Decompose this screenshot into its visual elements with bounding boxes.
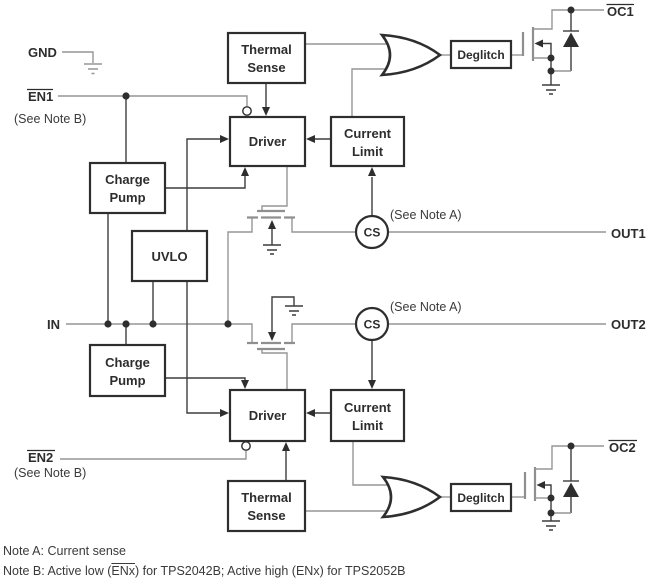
block-thermal-sense-2: Thermal Sense — [226, 479, 307, 533]
svg-text:Pump: Pump — [109, 190, 145, 205]
pin-en1: EN1 — [28, 89, 53, 104]
block-deglitch-1: Deglitch — [449, 39, 513, 70]
signal-wires — [107, 83, 376, 481]
oc2-fet — [523, 442, 604, 531]
pin-en2: EN2 — [28, 450, 53, 465]
svg-text:Charge: Charge — [105, 355, 150, 370]
pin-oc2: OC2 — [609, 440, 636, 455]
svg-text:Deglitch: Deglitch — [457, 48, 504, 62]
svg-text:Charge: Charge — [105, 172, 150, 187]
svg-text:Limit: Limit — [352, 144, 384, 159]
current-sense-2: CS — [354, 306, 390, 342]
wires — [58, 43, 606, 512]
see-note-a-1: (See Note A) — [390, 208, 462, 222]
svg-text:Pump: Pump — [109, 373, 145, 388]
thermal-sense-1-line2: Sense — [247, 60, 285, 75]
svg-text:Thermal: Thermal — [241, 490, 292, 505]
svg-text:Driver: Driver — [249, 408, 287, 423]
pin-out2: OUT2 — [611, 317, 646, 332]
pin-out1: OUT1 — [611, 226, 646, 241]
block-driver-1: Driver — [228, 115, 307, 168]
en2-see-note: (See Note B) — [14, 466, 86, 480]
block-charge-pump-1: Charge Pump — [88, 161, 167, 215]
svg-text:Thermal: Thermal — [241, 42, 292, 57]
svg-text:Current: Current — [344, 400, 392, 415]
see-note-a-2: (See Note A) — [390, 300, 462, 314]
note-b-enx-overline: ENx — [111, 564, 135, 578]
en2-invert-bubble — [241, 441, 251, 451]
pass-fet-2 — [247, 296, 303, 351]
svg-text:CS: CS — [364, 318, 381, 332]
block-current-limit-1: Current Limit — [329, 115, 406, 168]
note-b: Note B: Active low (ENx) for TPS2042B; A… — [3, 564, 406, 578]
svg-text:Current: Current — [344, 126, 392, 141]
thermal-sense-1-line1: Thermal — [241, 42, 292, 57]
svg-text:Limit: Limit — [352, 418, 384, 433]
block-driver-2: Driver — [228, 388, 307, 443]
svg-text:Sense: Sense — [247, 508, 285, 523]
or-gate-1 — [379, 33, 443, 77]
block-current-limit-2: Current Limit — [329, 388, 406, 443]
en1-invert-bubble — [242, 106, 252, 116]
svg-text:CS: CS — [364, 226, 381, 240]
en1-see-note: (See Note B) — [14, 112, 86, 126]
block-charge-pump-2: Charge Pump — [88, 343, 167, 398]
svg-text:UVLO: UVLO — [151, 249, 187, 264]
footnotes: Note A: Current sense Note B: Active low… — [3, 541, 643, 581]
svg-text:Driver: Driver — [249, 134, 287, 149]
svg-text:Deglitch: Deglitch — [457, 491, 504, 505]
svg-text:Sense: Sense — [247, 60, 285, 75]
pin-in: IN — [47, 317, 60, 332]
junction-dots — [104, 92, 232, 328]
block-deglitch-2: Deglitch — [449, 482, 513, 513]
oc1-fet — [521, 6, 604, 95]
pass-fet-1 — [247, 209, 295, 255]
block-thermal-sense-1: Thermal Sense — [226, 31, 307, 85]
pin-oc1: OC1 — [607, 4, 634, 19]
note-a: Note A: Current sense — [3, 544, 126, 558]
pin-labels: GND EN1 (See Note B) IN EN2 (See Note B)… — [14, 3, 646, 480]
pin-gnd: GND — [28, 45, 57, 60]
current-sense-1: CS — [354, 214, 390, 250]
block-uvlo: UVLO — [130, 229, 209, 283]
or-gate-2 — [380, 475, 443, 519]
